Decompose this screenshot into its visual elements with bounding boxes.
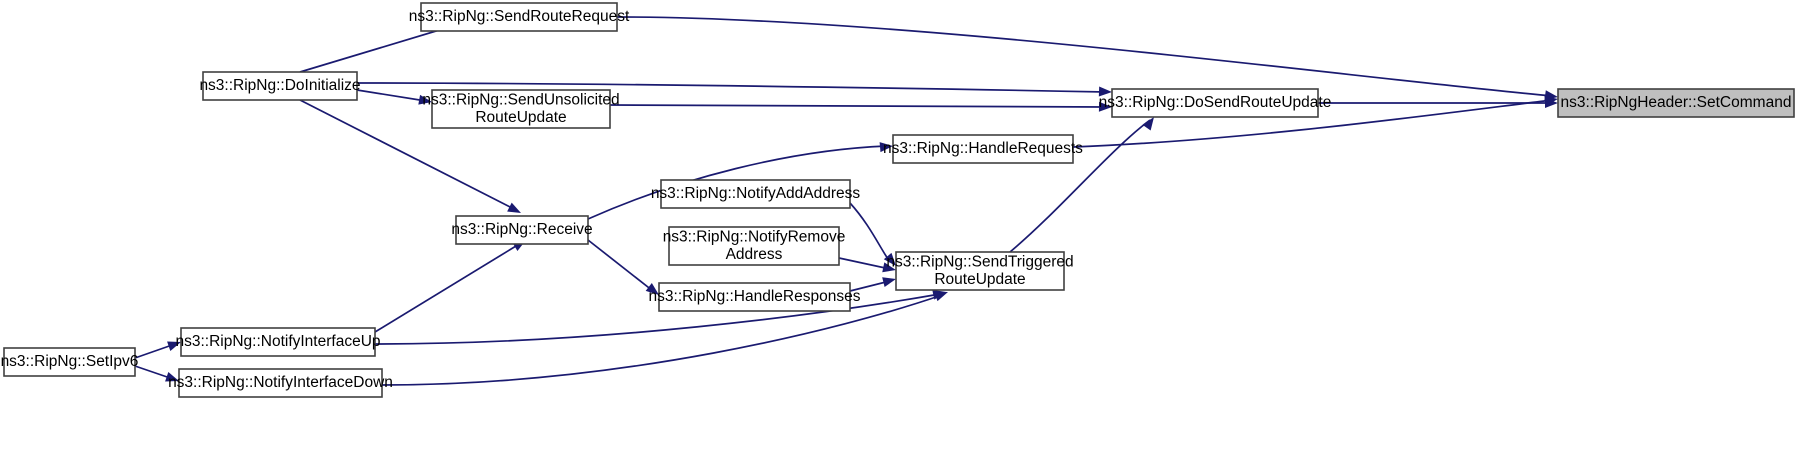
edge-arrowhead <box>167 341 181 351</box>
edge-arrowhead <box>883 252 896 266</box>
node-box[interactable] <box>3 347 136 377</box>
node-box[interactable] <box>658 282 851 312</box>
node-box[interactable] <box>895 251 1065 291</box>
node-box[interactable] <box>668 226 840 266</box>
node-label-line: RouteUpdate <box>475 109 566 126</box>
node-label-line: ns3::RipNg::HandleResponses <box>649 288 861 305</box>
node-label-line: ns3::RipNg::NotifyInterfaceUp <box>175 333 380 350</box>
node-box[interactable] <box>1557 88 1795 118</box>
edge-arrowhead <box>1142 117 1154 131</box>
node-label-line: ns3::RipNg::Receive <box>451 221 592 238</box>
node-label-line: ns3::RipNg::HandleRequests <box>883 140 1083 157</box>
edge-line <box>134 343 176 359</box>
call-edge-notify_remove_address-to-send_triggered_route_update <box>838 257 896 273</box>
edge-arrowhead <box>418 94 432 105</box>
nodes-layer: ns3::RipNg::SendRouteRequestns3::RipNg::… <box>1 2 1795 398</box>
call-edge-set_ipv6-to-notify_interface_up <box>134 341 181 359</box>
node-box[interactable] <box>202 71 358 101</box>
node-box[interactable] <box>1111 88 1319 118</box>
call-edge-handle_requests-to-set_command <box>1072 95 1558 148</box>
call-edge-notify_interface_up-to-receive <box>374 240 526 333</box>
node-label-line: ns3::RipNgHeader::SetCommand <box>1561 94 1792 111</box>
node-label-line: ns3::RipNg::NotifyRemove <box>663 228 846 245</box>
graph-node-handle_responses[interactable]: ns3::RipNg::HandleResponses <box>649 282 861 312</box>
call-edge-notify_add_address-to-send_triggered_route_update <box>849 202 896 266</box>
edges-layer <box>134 16 1558 386</box>
node-box[interactable] <box>431 89 611 129</box>
edge-line <box>849 202 891 263</box>
edge-arrowhead <box>879 142 893 153</box>
edge-line <box>381 294 943 386</box>
call-edge-send_triggered_route_update-to-do_send_route_update <box>1009 117 1154 253</box>
graph-node-do_initialize[interactable]: ns3::RipNg::DoInitialize <box>199 71 361 101</box>
node-label-line: ns3::RipNg::DoSendRouteUpdate <box>1099 94 1332 111</box>
node-label-line: RouteUpdate <box>934 271 1025 288</box>
graph-node-set_ipv6[interactable]: ns3::RipNg::SetIpv6 <box>1 347 139 377</box>
edge-arrowhead <box>882 262 896 273</box>
edge-line <box>299 99 517 211</box>
edge-line <box>587 145 888 220</box>
edge-arrowhead <box>1544 95 1558 106</box>
edge-line <box>1072 99 1553 148</box>
node-box[interactable] <box>420 2 618 32</box>
edge-line <box>356 82 1107 93</box>
edge-line <box>374 293 941 345</box>
node-label-line: ns3::RipNg::NotifyInterfaceDown <box>168 374 393 391</box>
edge-line <box>616 16 1553 97</box>
node-label-line: ns3::RipNg::NotifyAddAddress <box>651 185 861 202</box>
graph-node-set_command[interactable]: ns3::RipNgHeader::SetCommand <box>1557 88 1795 118</box>
call-edge-do_initialize-to-receive <box>299 99 521 213</box>
node-label-line: ns3::RipNg::DoInitialize <box>199 77 360 94</box>
edge-arrowhead <box>507 202 521 213</box>
call-edge-do_initialize-to-send_unsolicited_route_update <box>356 89 432 105</box>
node-box[interactable] <box>455 215 589 245</box>
call-edge-do_initialize-to-do_send_route_update <box>356 82 1112 97</box>
edge-arrowhead <box>645 283 659 295</box>
graph-node-receive[interactable]: ns3::RipNg::Receive <box>451 215 593 245</box>
edge-line <box>849 280 891 292</box>
graph-node-send_route_request[interactable]: ns3::RipNg::SendRouteRequest <box>409 2 630 32</box>
node-box[interactable] <box>892 134 1074 164</box>
edge-line <box>1009 119 1151 253</box>
node-label-line: Address <box>726 246 783 263</box>
edge-line <box>838 257 891 270</box>
call-edge-notify_interface_down-to-send_triggered_route_update <box>381 291 948 386</box>
graph-node-notify_interface_up[interactable]: ns3::RipNg::NotifyInterfaceUp <box>175 327 381 357</box>
call-edge-receive-to-handle_requests <box>587 142 893 220</box>
call-edge-send_route_request-to-set_command <box>616 16 1558 101</box>
edge-arrowhead <box>1098 101 1112 112</box>
graph-node-do_send_route_update[interactable]: ns3::RipNg::DoSendRouteUpdate <box>1099 88 1332 118</box>
node-label-line: ns3::RipNg::SendTriggered <box>886 253 1073 270</box>
call-edge-handle_responses-to-send_triggered_route_update <box>849 277 896 292</box>
graph-node-notify_add_address[interactable]: ns3::RipNg::NotifyAddAddress <box>651 179 861 209</box>
call-edge-set_ipv6-to-notify_interface_down <box>134 365 179 382</box>
edge-line <box>587 239 654 292</box>
edge-arrowhead <box>1098 86 1112 97</box>
edge-line <box>356 89 427 102</box>
edge-line <box>134 365 174 380</box>
edge-line <box>374 242 522 333</box>
edge-arrowhead <box>934 291 948 302</box>
node-label-line: ns3::RipNg::SendRouteRequest <box>409 8 630 25</box>
node-label-line: ns3::RipNg::SetIpv6 <box>1 353 139 370</box>
node-box[interactable] <box>180 327 376 357</box>
edge-arrowhead <box>882 277 896 287</box>
node-label-line: ns3::RipNg::SendUnsolicited <box>422 91 619 108</box>
call-edge-send_unsolicited_route_update-to-do_send_route_update <box>609 101 1112 112</box>
graph-node-handle_requests[interactable]: ns3::RipNg::HandleRequests <box>883 134 1083 164</box>
graph-node-notify_interface_down[interactable]: ns3::RipNg::NotifyInterfaceDown <box>168 368 393 398</box>
call-edge-receive-to-handle_responses <box>587 239 659 295</box>
node-box[interactable] <box>660 179 851 209</box>
edge-arrowhead <box>165 372 179 382</box>
edge-line <box>609 104 1107 108</box>
node-box[interactable] <box>178 368 383 398</box>
